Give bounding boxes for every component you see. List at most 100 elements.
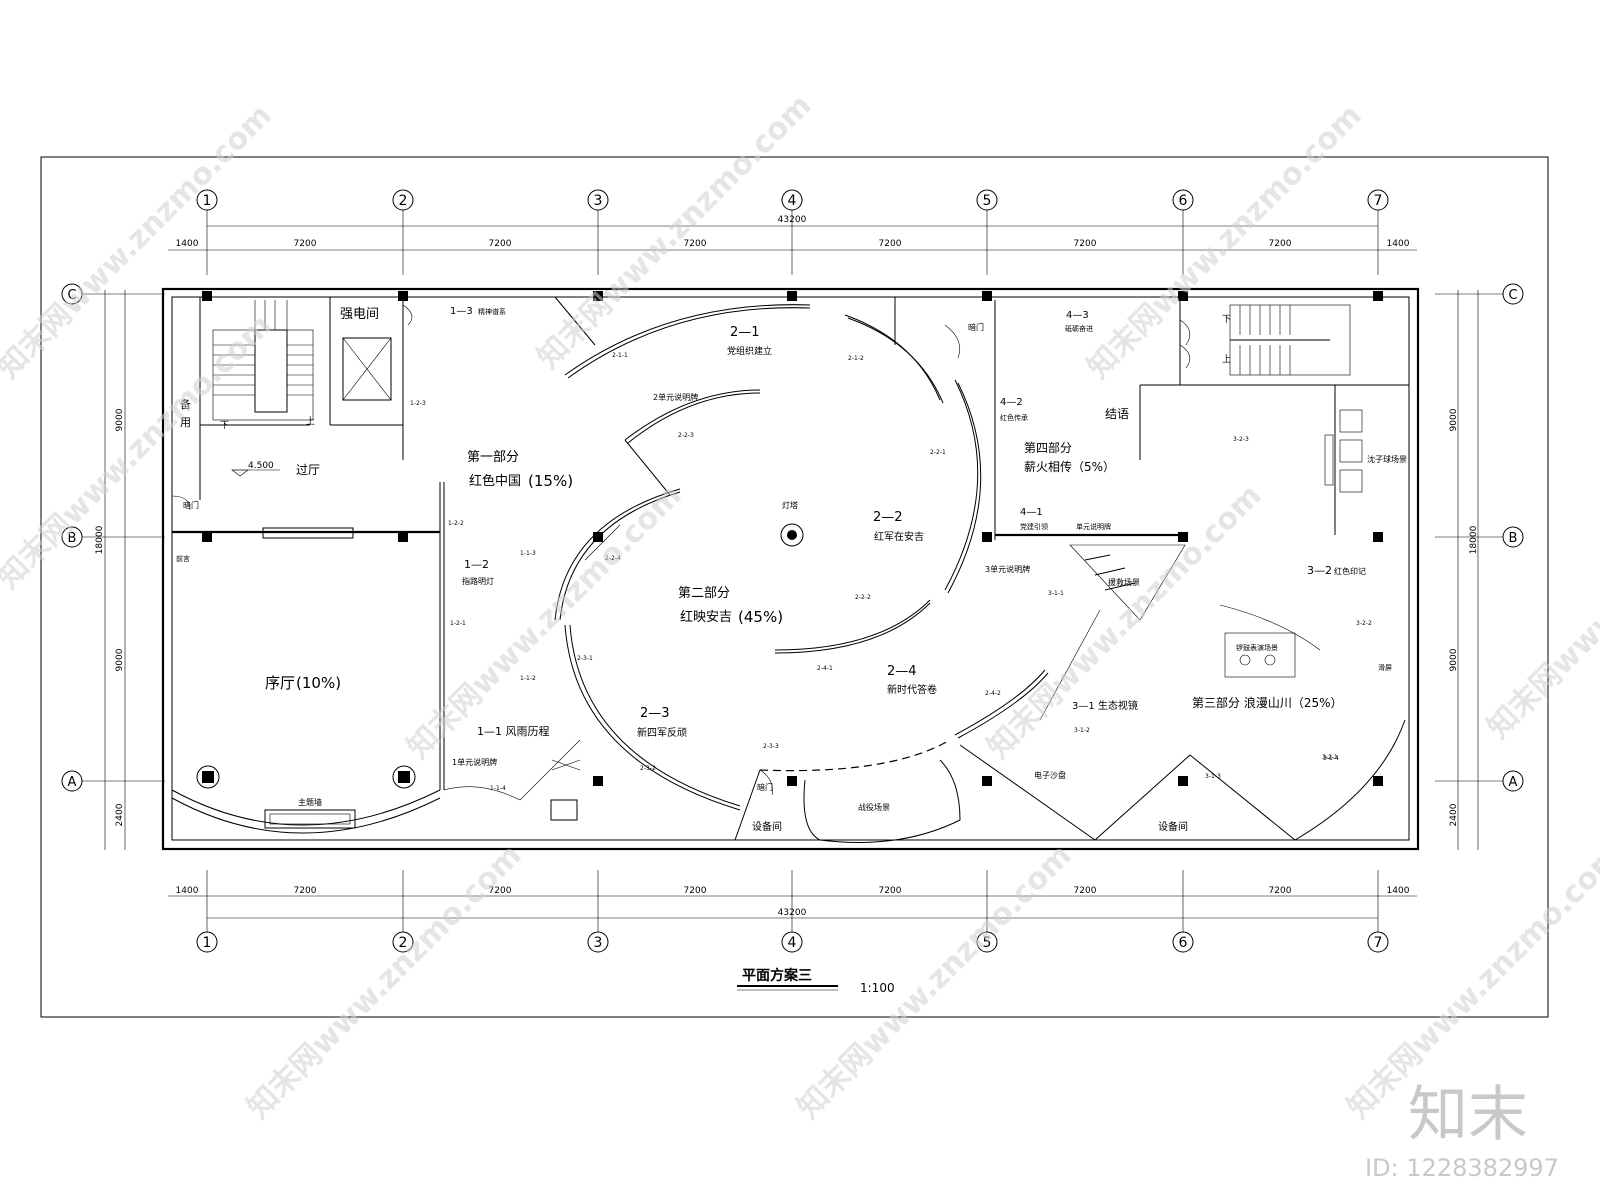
svg-text:7200: 7200 <box>1269 886 1292 896</box>
section-4-title: 第四部分 <box>1024 440 1072 455</box>
svg-text:43200: 43200 <box>778 908 807 918</box>
stair-down-label: 下 <box>220 421 229 431</box>
unit-4-1-name: 党建引领 <box>1020 522 1048 531</box>
section-1-pct: (15%) <box>528 472 573 490</box>
sandtable-label: 电子沙盘 <box>1034 770 1066 780</box>
unit-2-1: 2—1 <box>730 325 760 340</box>
section-4-name: 薪火相传（5%） <box>1024 459 1115 474</box>
dark-door-label-2: 暗门 <box>968 322 984 332</box>
sub-label: 2-4-1 <box>817 665 833 672</box>
room-labels: 强电间 备 用 过厅 4.500 下 上 下 上 暗门 暗门 暗门 序厅 (10… <box>176 307 1407 833</box>
stair-down-label-right: 下 <box>1222 315 1231 325</box>
watermark-diagonal: 知末网www.znzmo.com <box>241 838 529 1126</box>
unit-3-1: 3—1 生态视镜 <box>1072 699 1138 712</box>
svg-text:9000: 9000 <box>115 648 125 671</box>
unit-1-board: 1单元说明牌 <box>452 757 497 767</box>
grid-bubble-6-bottom: 6 <box>1172 870 1194 953</box>
elevation-label: 4.500 <box>248 461 274 471</box>
svg-text:7200: 7200 <box>1074 886 1097 896</box>
watermark-diagonal: 知末网www.znzmo.com <box>1481 458 1600 746</box>
svg-text:A: A <box>1509 775 1518 790</box>
backup-label-2: 用 <box>180 416 191 429</box>
svg-text:4: 4 <box>788 193 797 209</box>
hall-label: 过厅 <box>296 463 320 477</box>
grid-column-bubbles-bottom: 1 2 3 4 5 6 7 <box>196 870 1389 953</box>
ball-scene-label: 沈子球场景 <box>1367 454 1407 464</box>
grid-bubble-1-bottom: 1 <box>196 870 218 953</box>
caption-scale: 1:100 <box>860 981 895 995</box>
dark-door-label-3: 暗门 <box>757 782 773 792</box>
sub-label: 3-2-2 <box>1356 620 1372 627</box>
caption-title: 平面方案三 <box>742 967 812 984</box>
sub-label: 1-2-2 <box>448 520 464 527</box>
sub-label: 2-2-3 <box>678 432 694 439</box>
watermark-id: ID: 1228382997 <box>1365 1154 1559 1182</box>
svg-text:9000: 9000 <box>1449 408 1459 431</box>
svg-text:1400: 1400 <box>1387 239 1410 249</box>
foreword-label: 前言 <box>176 554 190 563</box>
unit-2-1-name: 党组织建立 <box>727 345 772 357</box>
unit-1-3-name: 精神谱系 <box>478 307 506 316</box>
unit-2-4-name: 新时代答卷 <box>887 683 937 696</box>
unit-1-2-name: 指路明灯 <box>462 576 494 586</box>
drawing-frame <box>40 156 1549 1018</box>
section-1-name: 红色中国 <box>469 473 521 489</box>
unit-1-1: 1—1 风雨历程 <box>477 725 550 738</box>
unit-2-3-name: 新四军反顽 <box>637 726 687 739</box>
section-1-title: 第一部分 <box>467 450 519 465</box>
grid-bubble-5-bottom: 5 <box>976 870 998 953</box>
svg-text:1: 1 <box>203 193 212 209</box>
svg-text:7200: 7200 <box>1269 239 1292 249</box>
grid-bubble-2-bottom: 2 <box>392 870 414 953</box>
svg-text:A: A <box>68 775 77 790</box>
svg-text:18000: 18000 <box>95 525 105 554</box>
conclusion-label: 结语 <box>1105 407 1129 421</box>
bottom-dimensions: 1400 7200 7200 7200 7200 7200 7200 1400 … <box>168 886 1417 919</box>
svg-text:43200: 43200 <box>778 215 807 225</box>
unit-2-board: 2单元说明牌 <box>653 392 698 402</box>
backup-label-1: 备 <box>180 397 191 411</box>
section-2-title: 第二部分 <box>678 586 730 601</box>
equipment-room-label-2: 设备间 <box>1158 820 1188 833</box>
equipment-room-label-1: 设备间 <box>752 820 782 833</box>
svg-text:9000: 9000 <box>115 408 125 431</box>
sub-label: 3-2-3 <box>1233 436 1249 443</box>
screen-label: 滑屏 <box>1378 663 1392 672</box>
svg-text:C: C <box>67 288 76 303</box>
grid-bubble-7-bottom: 7 <box>1367 870 1389 953</box>
unit-3-board: 3单元说明牌 <box>985 564 1030 574</box>
unit-3-2-name: 红色印记 <box>1334 566 1366 576</box>
side-dimensions: 9000 18000 9000 2400 9000 18000 9000 240… <box>95 290 1479 850</box>
svg-text:6: 6 <box>1179 935 1188 951</box>
unit-labels: 1—1 风雨历程 1—2 指路明灯 1—3 精神谱系 1单元说明牌 2—1 党组… <box>450 306 1366 767</box>
battle-scene-label: 战役场景 <box>858 802 890 812</box>
svg-text:1400: 1400 <box>176 886 199 896</box>
unit-4-1: 4—1 <box>1020 507 1043 518</box>
sub-label: 1-2-3 <box>410 400 426 407</box>
unit-4-2-name: 红色传承 <box>1000 413 1028 422</box>
svg-text:7200: 7200 <box>294 886 317 896</box>
unit-3-2: 3—2 <box>1307 564 1332 577</box>
grid-bubble-B-right: B <box>1435 526 1524 548</box>
rescue-scene-label: 援救场景 <box>1108 577 1140 587</box>
svg-text:7200: 7200 <box>1074 239 1097 249</box>
watermark-diagonal: 知末网www.znzmo.com <box>791 838 1079 1126</box>
grid-bubble-7-top: 7 <box>1367 189 1389 275</box>
svg-text:7200: 7200 <box>879 239 902 249</box>
svg-text:7200: 7200 <box>684 239 707 249</box>
sub-label: 3-1-3 <box>1205 773 1221 780</box>
svg-text:5: 5 <box>983 193 992 209</box>
drawing-caption: 平面方案三 1:100 <box>737 967 895 995</box>
sub-label: 2-4-2 <box>985 690 1001 697</box>
sub-label: 3-1-2 <box>1074 727 1090 734</box>
section-2-name: 红映安吉 <box>680 609 732 625</box>
svg-text:2400: 2400 <box>115 803 125 826</box>
unit-4-3: 4—3 <box>1066 310 1089 321</box>
grid-bubble-1-top: 1 <box>196 189 218 275</box>
grid-bubble-5-top: 5 <box>976 189 998 275</box>
sub-label: 2-1-2 <box>848 355 864 362</box>
svg-text:7200: 7200 <box>879 886 902 896</box>
sub-label: 2-3-1 <box>577 655 593 662</box>
svg-text:B: B <box>68 531 77 546</box>
